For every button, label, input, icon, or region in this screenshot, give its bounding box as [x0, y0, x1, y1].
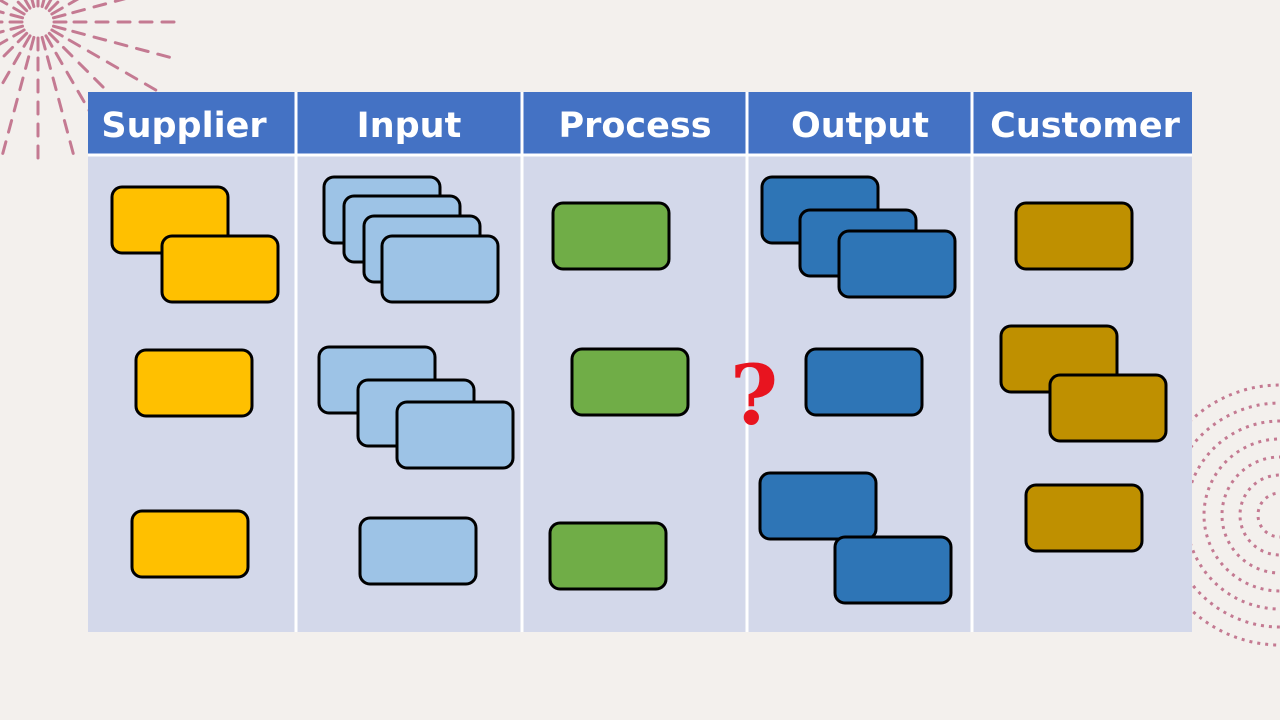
- column-dividers: [88, 92, 1192, 632]
- column-title-input: Input: [357, 106, 462, 146]
- output-box: [758, 471, 878, 541]
- column-title-process: Process: [558, 106, 711, 146]
- supplier-box: [130, 509, 250, 579]
- customer-box: [1048, 373, 1168, 443]
- column-title-supplier: Supplier: [101, 106, 267, 146]
- customer-box: [1014, 201, 1134, 271]
- input-box: [395, 400, 515, 470]
- diagram-header: [88, 92, 1192, 154]
- process-box: [570, 347, 690, 417]
- customer-box: [1024, 483, 1144, 553]
- diagram-boxes: [110, 175, 1168, 605]
- supplier-box: [160, 234, 280, 304]
- column-title-output: Output: [791, 106, 929, 146]
- column-title-customer: Customer: [990, 106, 1180, 146]
- output-box: [837, 229, 957, 299]
- column-headers: Supplier Input Process Output Customer: [101, 106, 1180, 146]
- question-mark: ?: [730, 348, 778, 444]
- output-box: [804, 347, 924, 417]
- input-box: [380, 234, 500, 304]
- sipoc-diagram: Supplier Input Process Output Customer ?: [88, 92, 1192, 632]
- input-box: [358, 516, 478, 586]
- process-box: [548, 521, 668, 591]
- output-box: [833, 535, 953, 605]
- process-box: [551, 201, 671, 271]
- supplier-box: [134, 348, 254, 418]
